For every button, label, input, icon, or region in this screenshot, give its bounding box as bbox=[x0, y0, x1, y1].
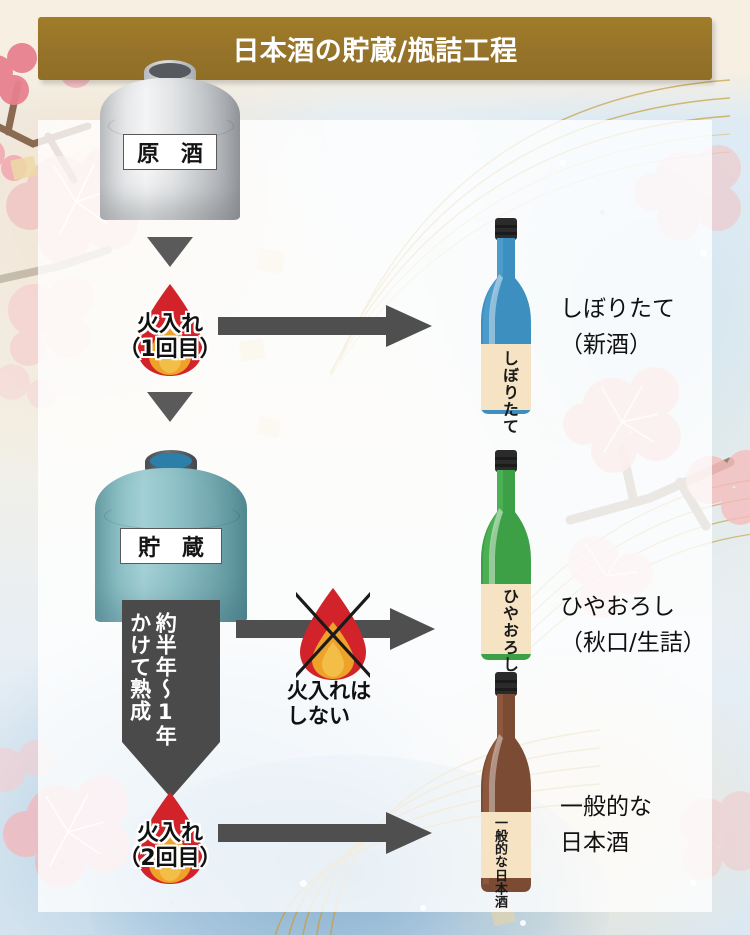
page-title-bar: 日本酒の貯蔵/瓶詰工程 bbox=[38, 17, 712, 80]
hiire-1-line2: （1回目） bbox=[118, 336, 222, 362]
bottle-shiboritate bbox=[468, 218, 544, 416]
bottle-hiyaoroshi bbox=[468, 450, 544, 662]
gold-confetti-icon bbox=[6, 150, 46, 190]
caption-shiboritate-line2: （新酒） bbox=[560, 331, 652, 358]
flame-crossed-icon bbox=[296, 586, 370, 682]
tank-chozo: 貯 蔵 bbox=[95, 450, 247, 622]
tank-seam bbox=[104, 502, 240, 530]
caption-hiyaoroshi-line2: （秋口/生詰） bbox=[560, 629, 706, 656]
bottle-shiboritate-label: しぼりたて bbox=[500, 350, 519, 435]
tank-lid-opening bbox=[149, 63, 191, 79]
aging-text-line1: 約半年～1年 bbox=[153, 612, 178, 747]
caption-ippanteki-line2: 日本酒 bbox=[560, 829, 629, 856]
flow-arrow-right-3 bbox=[218, 812, 433, 854]
speckle bbox=[520, 920, 526, 926]
caption-ippanteki-line1: 一般的な bbox=[560, 794, 652, 820]
caption-shiboritate: しぼりたて （新酒） bbox=[560, 292, 675, 363]
caption-shiboritate-line1: しぼりたて bbox=[560, 296, 675, 322]
tank-chozo-plate: 貯 蔵 bbox=[120, 528, 222, 564]
tank-lid-opening bbox=[150, 453, 192, 469]
hiire-1-label: 火入れ （1回目） bbox=[75, 312, 265, 362]
aging-text: 約半年～1年 かけて熟成 bbox=[126, 612, 178, 764]
tank-genshu-plate: 原 酒 bbox=[123, 134, 217, 170]
caption-hiyaoroshi-line1: ひやおろし bbox=[560, 594, 675, 620]
page-title: 日本酒の貯蔵/瓶詰工程 bbox=[232, 36, 518, 67]
bottle-ippanteki-label-col2: 日本酒 bbox=[492, 869, 507, 908]
flow-arrow-down-2 bbox=[147, 392, 193, 422]
no-hiire-line2: しない bbox=[287, 704, 350, 729]
bottle-ippanteki-label: 一般的な 日本酒 bbox=[490, 816, 509, 908]
no-hiire-label: 火入れは しない bbox=[287, 679, 371, 729]
caption-ippanteki: 一般的な 日本酒 bbox=[560, 790, 652, 861]
tank-genshu: 原 酒 bbox=[100, 60, 240, 220]
aging-text-line2: かけて熟成 bbox=[127, 612, 152, 722]
hiire-2-line1: 火入れ bbox=[136, 821, 203, 846]
bottle-ippanteki-label-col1: 一般的な bbox=[492, 816, 507, 868]
bottle-hiyaoroshi-label: ひやおろし bbox=[500, 588, 519, 673]
flame-icon bbox=[133, 282, 207, 378]
bottle-ippanteki bbox=[468, 672, 544, 894]
hiire-1-line1: 火入れ bbox=[136, 312, 203, 337]
flow-arrow-right-1 bbox=[218, 305, 433, 347]
hiire-2-label: 火入れ （2回目） bbox=[75, 821, 265, 871]
hiire-2-line2: （2回目） bbox=[118, 845, 222, 871]
flow-arrow-down-1 bbox=[147, 237, 193, 267]
caption-hiyaoroshi: ひやおろし （秋口/生詰） bbox=[560, 590, 706, 661]
no-hiire-line1: 火入れは bbox=[287, 679, 371, 703]
aging-arrow bbox=[122, 600, 220, 800]
flame-icon bbox=[133, 790, 207, 886]
